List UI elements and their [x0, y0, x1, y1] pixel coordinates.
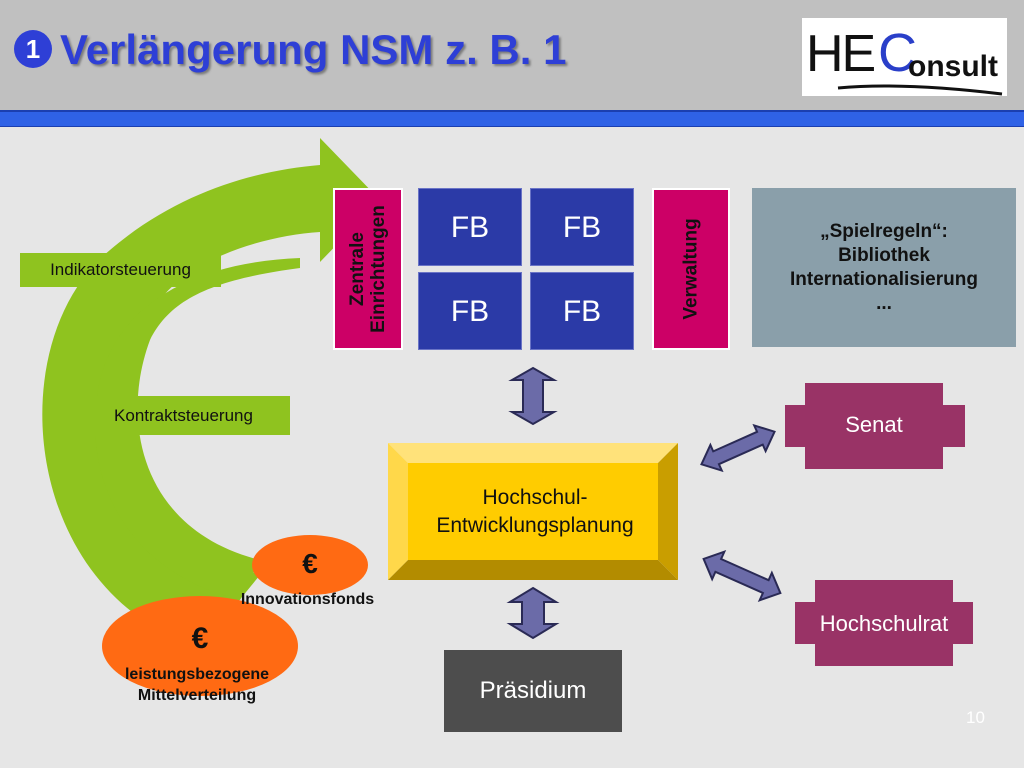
euro-icon: € [302, 548, 318, 579]
logo-wave-icon [837, 84, 1003, 96]
fb-box-1: FB [418, 188, 522, 266]
innovation-fund-label: Innovationsfonds [240, 591, 375, 608]
logo-c: C [878, 23, 917, 83]
planning-line-2: Entwicklungsplanung [436, 514, 634, 537]
performance-fund-label: leistungsbezogene Mittelverteilung [124, 666, 270, 704]
double-arrow-planning-council [702, 550, 782, 602]
logo-heconsult: HE C onsult [802, 18, 1007, 96]
fb-box-4: FB [530, 272, 634, 350]
innovation-fund-ellipse [252, 535, 368, 595]
senate-label: Senat [845, 412, 903, 437]
administration-box: Verwaltung [652, 188, 730, 350]
logo-he: HE [806, 25, 876, 83]
title-text: Verlängerung NSM z. B. 1 [60, 26, 567, 73]
senate-shape [785, 383, 965, 469]
administration-text: Verwaltung [680, 218, 702, 320]
rules-line-3: Internationalisierung [790, 268, 978, 290]
number-badge: 1 [14, 30, 52, 68]
council-shape [795, 580, 973, 666]
contract-steering-label: Kontraktsteuerung [77, 396, 290, 435]
rules-box: „Spielregeln“: Bibliothek Internationali… [752, 188, 1016, 347]
rules-line-2: Bibliothek [838, 244, 930, 266]
logo-onsult: onsult [908, 50, 998, 83]
fb-box-3: FB [418, 272, 522, 350]
presidium-box: Präsidium [444, 650, 622, 732]
euro-icon: € [191, 622, 209, 655]
double-arrow-fb-planning [508, 366, 558, 426]
council-label: Hochschulrat [819, 611, 949, 636]
fb-box-2: FB [530, 188, 634, 266]
inner-curve-arrow [95, 258, 301, 600]
double-arrow-planning-presidium [506, 586, 560, 640]
page-number: 10 [966, 708, 985, 727]
rules-line-4: ... [876, 292, 892, 314]
double-arrow-planning-senate [700, 423, 776, 473]
planning-line-1: Hochschul- [482, 486, 588, 509]
performance-fund-ellipse [102, 596, 298, 696]
rules-line-1: „Spielregeln“: [820, 220, 948, 242]
planning-box: Hochschul- Entwicklungsplanung [415, 466, 655, 558]
planning-bevel [388, 443, 678, 580]
blue-divider [0, 110, 1024, 127]
indicator-steering-label: Indikatorsteuerung [20, 253, 221, 287]
